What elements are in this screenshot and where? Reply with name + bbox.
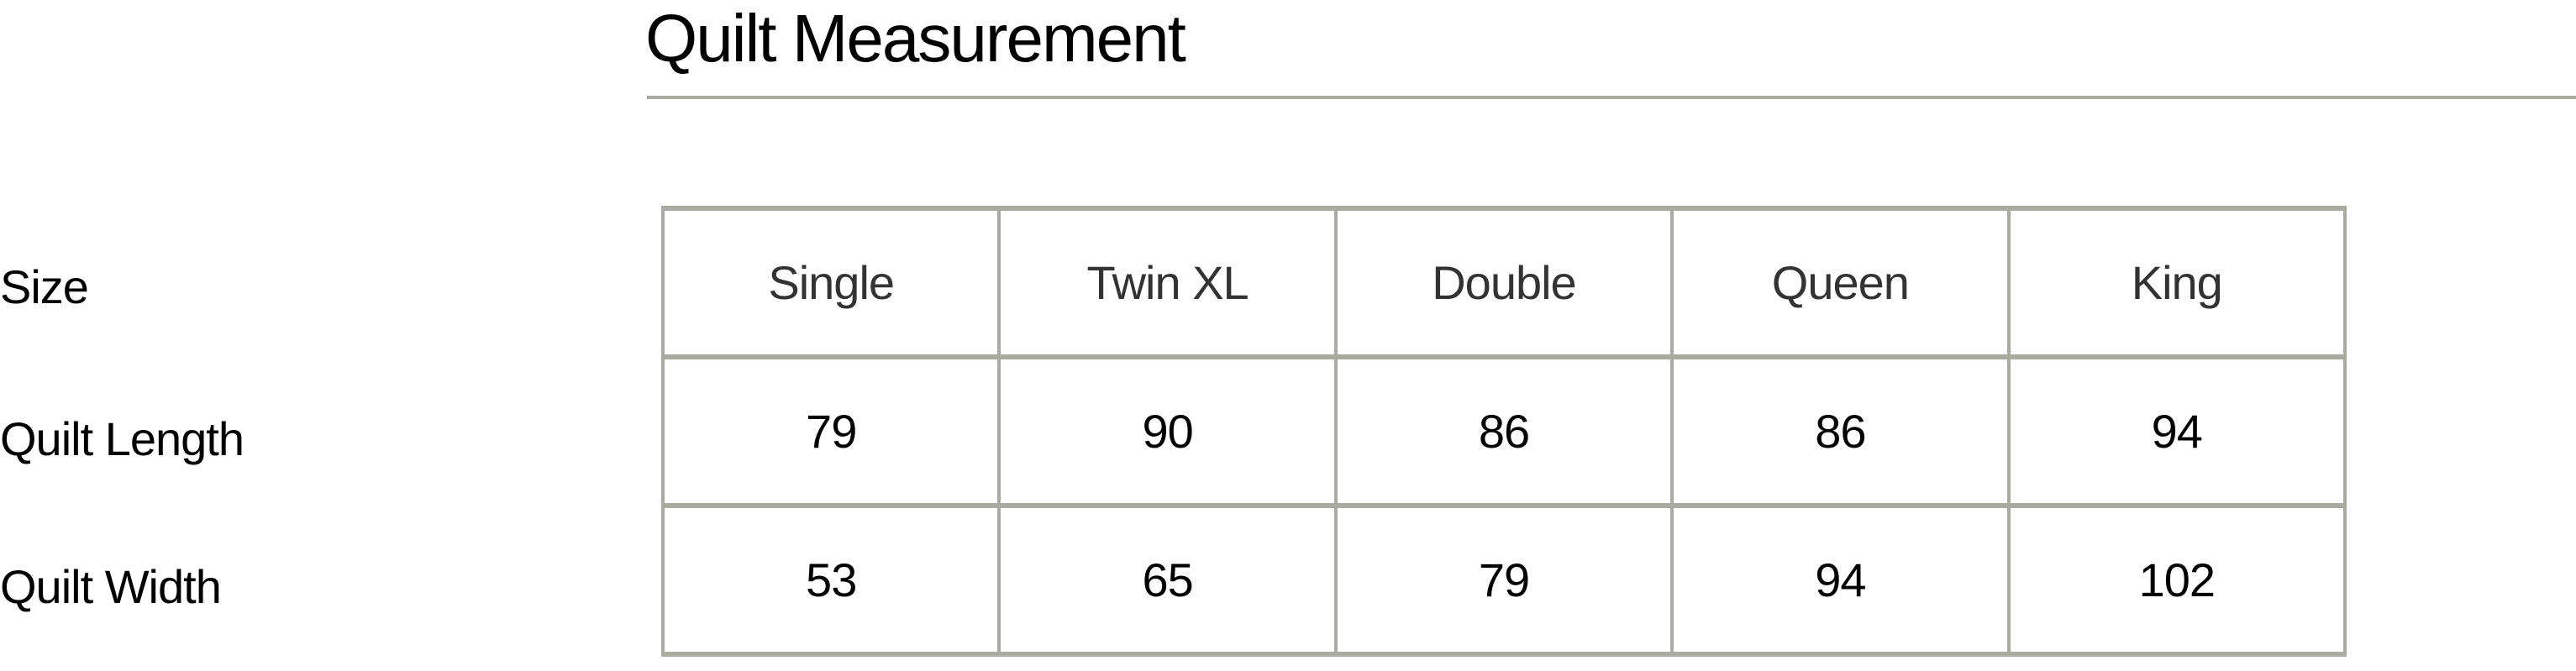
cell-length-single: 79 xyxy=(660,354,1001,508)
cell-width-single: 53 xyxy=(660,503,1001,657)
row-label-size: Size xyxy=(0,260,89,313)
column-header-queen: Queen xyxy=(1670,206,2011,359)
row-label-quilt-width: Quilt Width xyxy=(0,560,222,613)
cell-width-twin-xl: 65 xyxy=(997,503,1338,657)
row-label-quilt-length: Quilt Length xyxy=(0,412,244,465)
cell-width-king: 102 xyxy=(2006,503,2347,657)
header-row: Single Twin XL Double Queen King xyxy=(660,206,2347,359)
cell-width-queen: 94 xyxy=(1670,503,2011,657)
quilt-measurement-table: Single Twin XL Double Queen King 79 90 8… xyxy=(660,206,2347,657)
column-header-twin-xl: Twin XL xyxy=(997,206,1338,359)
page-title: Quilt Measurement xyxy=(645,1,1186,76)
column-header-double: Double xyxy=(1333,206,1674,359)
cell-length-king: 94 xyxy=(2006,354,2347,508)
cell-length-queen: 86 xyxy=(1670,354,2011,508)
column-header-single: Single xyxy=(660,206,1001,359)
cell-length-double: 86 xyxy=(1333,354,1674,508)
title-divider xyxy=(647,96,2576,99)
cell-width-double: 79 xyxy=(1333,503,1674,657)
table-row-quilt-width: 53 65 79 94 102 xyxy=(660,503,2347,657)
cell-length-twin-xl: 90 xyxy=(997,354,1338,508)
table-row-quilt-length: 79 90 86 86 94 xyxy=(660,354,2347,508)
column-header-king: King xyxy=(2006,206,2347,359)
